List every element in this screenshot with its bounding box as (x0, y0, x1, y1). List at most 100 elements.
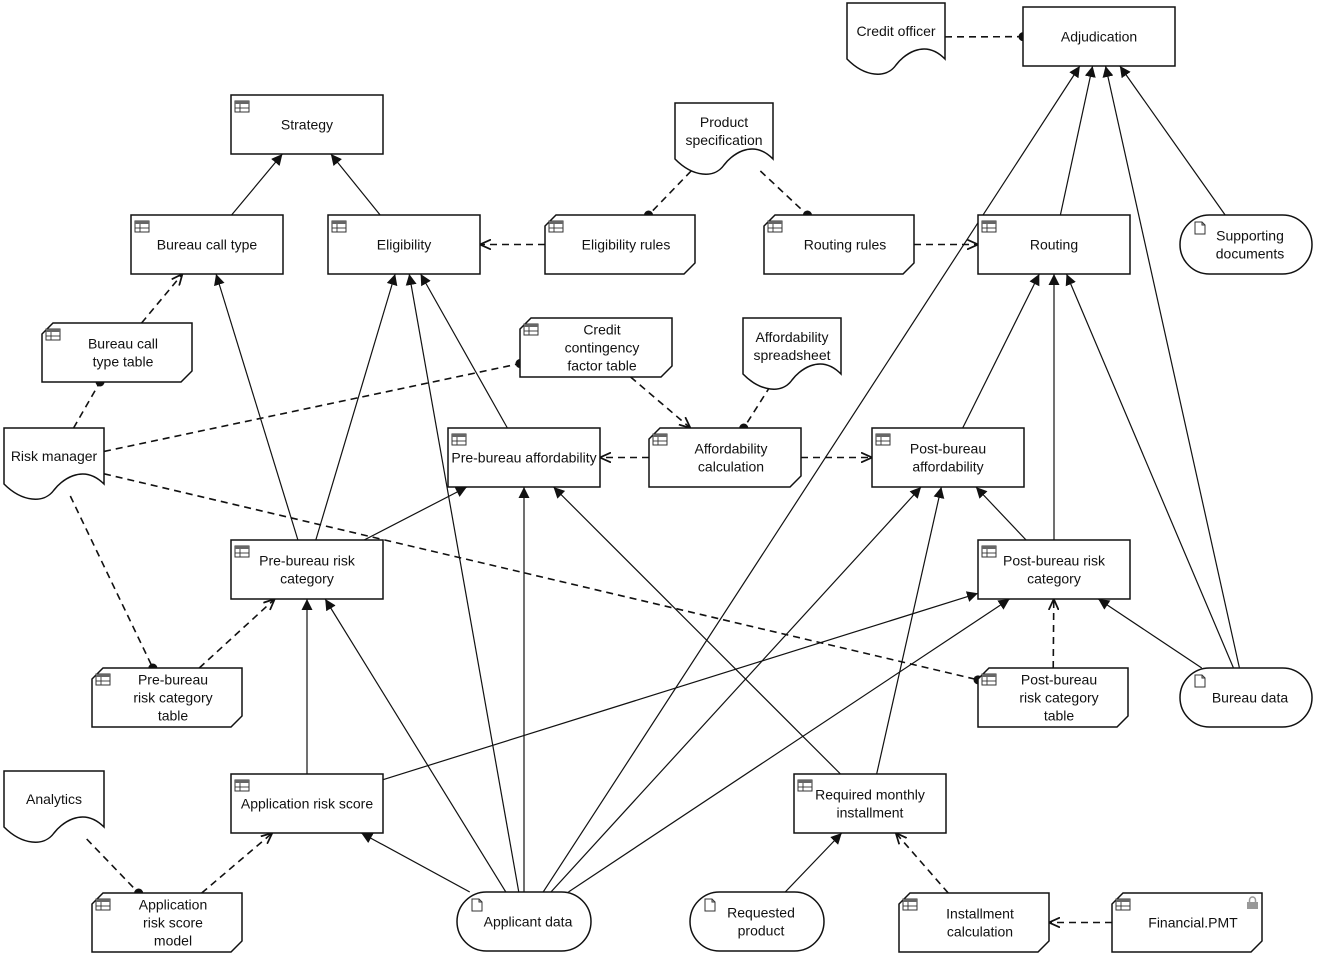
node-eligibility[interactable]: Eligibility (327, 214, 481, 275)
node-label: Routing (1030, 237, 1078, 253)
edge-information-requirement (324, 598, 507, 893)
node-label-line: Bureau data (1212, 690, 1288, 706)
edge-information-requirement (1065, 273, 1235, 669)
node-shape (871, 427, 1025, 488)
node-shape (977, 539, 1131, 600)
node-bureau-data[interactable]: Bureau data (1179, 667, 1313, 728)
node-shape (977, 214, 1131, 275)
node-pre-bureau-affordability[interactable]: Pre-bureau affordability (447, 427, 601, 488)
node-adjudication[interactable]: Adjudication (1022, 6, 1176, 67)
node-label-line: table (1044, 708, 1075, 724)
node-label: Bureau data (1212, 690, 1288, 706)
edge-information-requirement (542, 65, 1081, 893)
decision-table-icon (234, 100, 250, 113)
edge-knowledge-requirement (198, 599, 274, 669)
node-label-line: Pre-bureau affordability (451, 450, 596, 466)
node-application-risk-score[interactable]: Application risk score (230, 773, 384, 834)
node-label-line: Bureau call (88, 336, 158, 352)
node-label-line: Eligibility rules (582, 237, 671, 253)
node-shape (447, 427, 601, 488)
edge-information-requirement (568, 598, 1010, 893)
node-routing[interactable]: Routing (977, 214, 1131, 275)
node-shape (230, 94, 384, 155)
node-shape (327, 214, 481, 275)
document-icon (704, 898, 716, 912)
node-label-line: installment (837, 805, 904, 821)
edge-information-requirement (975, 486, 1027, 541)
decision-table-icon (523, 323, 539, 336)
node-label: Credit officer (856, 23, 935, 39)
node-label-line: Adjudication (1061, 29, 1137, 45)
edge-authority-requirement (86, 838, 140, 894)
node-shape (519, 317, 673, 378)
node-label: Pre-bureau affordability (451, 450, 596, 466)
node-label-line: Strategy (281, 117, 333, 133)
node-eligibility-rules[interactable]: Eligibility rules (544, 214, 696, 275)
node-analytics[interactable]: Analytics (3, 770, 105, 843)
node-financial-pmt[interactable]: Financial.PMT (1111, 892, 1263, 953)
node-risk-manager[interactable]: Risk manager (3, 427, 105, 500)
node-shape (846, 2, 946, 75)
node-label-line: Application (139, 897, 208, 913)
decision-table-icon (134, 220, 150, 233)
decision-table-icon (1115, 898, 1131, 911)
edge-knowledge-requirement (1053, 599, 1054, 669)
node-shape (1022, 6, 1176, 67)
node-label: Strategy (281, 117, 333, 133)
node-shape (763, 214, 915, 275)
node-routing-rules[interactable]: Routing rules (763, 214, 915, 275)
node-label-line: Post-bureau (1021, 672, 1097, 688)
edge-knowledge-requirement (896, 833, 949, 894)
node-label-line: documents (1216, 246, 1284, 262)
edge-information-requirement (405, 273, 520, 893)
node-label: Risk manager (11, 448, 98, 464)
node-label: Financial.PMT (1148, 915, 1238, 931)
node-label-line: calculation (698, 459, 764, 475)
node-applicant-data[interactable]: Applicant data (456, 891, 592, 952)
edge-information-requirement (1119, 65, 1226, 216)
node-shape (230, 773, 384, 834)
node-shape (742, 317, 842, 390)
edge-information-requirement (1102, 65, 1241, 669)
edge-authority-requirement (72, 381, 101, 429)
document-icon (1194, 221, 1206, 235)
edge-information-requirement (214, 273, 299, 541)
node-shape (898, 892, 1050, 953)
node-shape (674, 102, 774, 175)
edge-information-requirement (1059, 65, 1096, 216)
node-label-line: model (154, 933, 192, 949)
edge-information-requirement (382, 591, 979, 781)
node-strategy[interactable]: Strategy (230, 94, 384, 155)
node-label: Bureau call type (157, 237, 258, 253)
edge-knowledge-requirement (201, 833, 273, 894)
node-bureau-call-type[interactable]: Bureau call type (130, 214, 284, 275)
node-credit-officer[interactable]: Credit officer (846, 2, 946, 75)
decision-table-icon (234, 545, 250, 558)
node-label-line: Post-bureau (910, 441, 986, 457)
decision-table-icon (234, 779, 250, 792)
